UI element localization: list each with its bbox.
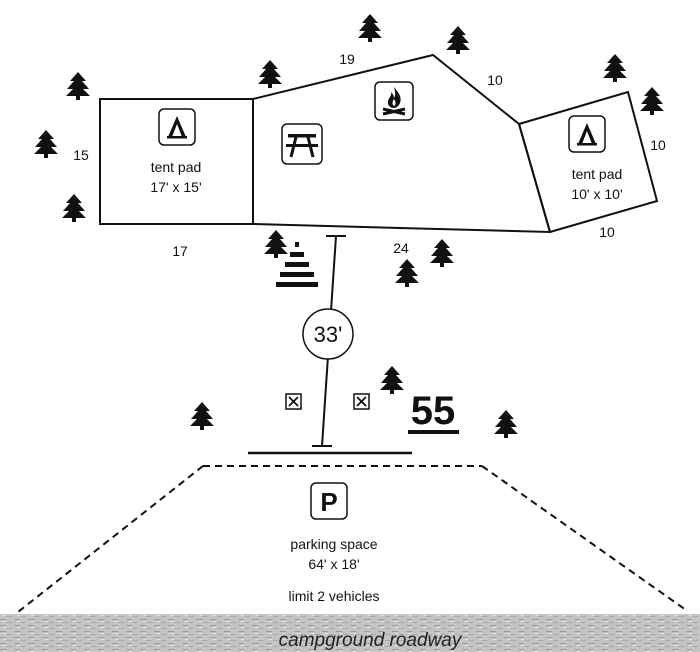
tree-icon bbox=[62, 194, 86, 222]
tree-icon bbox=[430, 239, 454, 267]
parking-label: parking space bbox=[290, 536, 377, 552]
dim-main-bottom: 24 bbox=[393, 240, 409, 256]
dim-right-pad-side: 10 bbox=[650, 137, 666, 153]
parking-size: 64' x 18' bbox=[308, 556, 359, 572]
tree-icon bbox=[258, 60, 282, 88]
tent-pad-right-outline bbox=[517, 90, 659, 234]
tree-icon bbox=[358, 14, 382, 42]
tent-pad-left-size: 17' x 15' bbox=[150, 179, 201, 195]
parking-area bbox=[17, 465, 687, 613]
picnic-table-icon bbox=[281, 123, 323, 165]
electric-box-icon bbox=[353, 393, 370, 410]
parking-limit: limit 2 vehicles bbox=[288, 588, 379, 604]
tree-icon bbox=[446, 26, 470, 54]
tent-pad-left-label: tent pad bbox=[151, 159, 202, 175]
tree-icon bbox=[603, 54, 627, 82]
tent-pad-right-size: 10' x 10' bbox=[571, 186, 622, 202]
campfire-icon bbox=[374, 81, 414, 121]
tree-icon bbox=[395, 259, 419, 287]
electric-box-icon bbox=[285, 393, 302, 410]
tree-icon bbox=[190, 402, 214, 430]
dim-main-top: 19 bbox=[339, 51, 355, 67]
tent-pad-right-label: tent pad bbox=[572, 166, 623, 182]
dim-left-pad-bottom: 17 bbox=[172, 243, 188, 259]
tree-icon bbox=[66, 72, 90, 100]
driveway-distance: 33' bbox=[302, 235, 354, 447]
tree-icon bbox=[494, 410, 518, 438]
tree-icon bbox=[34, 130, 58, 158]
roadway-label: campground roadway bbox=[279, 630, 463, 651]
dim-main-diag: 10 bbox=[487, 72, 503, 88]
driveway-distance-label: 33' bbox=[314, 322, 343, 347]
site-number: 55 bbox=[408, 389, 459, 434]
tent-icon bbox=[568, 115, 606, 153]
dim-right-pad-bottom: 10 bbox=[599, 224, 615, 240]
dim-left-pad-side: 15 bbox=[73, 147, 89, 163]
parking-icon: P bbox=[310, 482, 348, 520]
site-number-label: 55 bbox=[411, 389, 456, 433]
tree-icon bbox=[380, 366, 404, 394]
site-outline bbox=[99, 53, 659, 234]
cone-icon bbox=[276, 242, 318, 287]
campground-roadway: campground roadway bbox=[0, 614, 700, 652]
tree-icon bbox=[264, 230, 288, 258]
svg-text:P: P bbox=[320, 487, 337, 517]
tree-icon bbox=[640, 87, 664, 115]
tent-icon bbox=[158, 108, 196, 146]
